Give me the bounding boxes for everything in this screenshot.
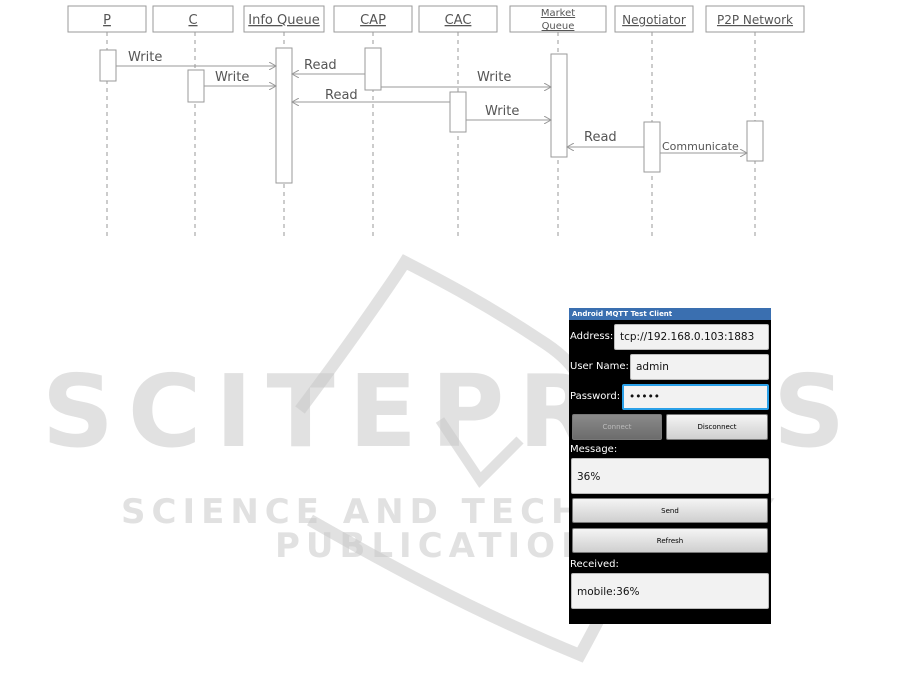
received-label: Received: xyxy=(570,559,619,570)
msg-label: Write xyxy=(215,70,249,85)
app-title: Android MQTT Test Client xyxy=(569,308,771,320)
send-button[interactable]: Send xyxy=(572,498,768,523)
participant-p: P xyxy=(67,5,147,33)
participant-c: C xyxy=(152,5,234,33)
svg-text:Negotiator: Negotiator xyxy=(622,13,686,27)
participant-info-queue: Info Queue xyxy=(243,5,325,33)
refresh-button[interactable]: Refresh xyxy=(572,528,768,553)
svg-text:P: P xyxy=(103,13,111,28)
svg-text:Info Queue: Info Queue xyxy=(248,13,319,28)
participant-negotiator: Negotiator xyxy=(614,5,694,33)
android-app-screen: Android MQTT Test Client Address: tcp://… xyxy=(569,308,771,624)
participant-cap: CAP xyxy=(333,5,413,33)
svg-text:CAC: CAC xyxy=(445,13,472,28)
disconnect-button[interactable]: Disconnect xyxy=(666,414,768,440)
msg-label: Communicate xyxy=(662,140,739,153)
msg-label: Write xyxy=(477,70,511,85)
svg-text:P2P Network: P2P Network xyxy=(717,13,793,27)
msg-label: Read xyxy=(325,88,358,103)
username-input[interactable]: admin xyxy=(630,354,769,380)
address-input[interactable]: tcp://192.168.0.103:1883 xyxy=(614,324,769,350)
sequence-diagram: P C Info Queue CAP CAC Market Queue Nego… xyxy=(67,5,805,238)
svg-text:CAP: CAP xyxy=(360,13,386,28)
svg-text:Queue: Queue xyxy=(542,21,575,32)
msg-label: Write xyxy=(485,104,519,119)
participant-market-queue: Market Queue xyxy=(509,5,607,33)
message-input[interactable]: 36% xyxy=(571,458,769,494)
activation-bars xyxy=(99,47,764,184)
message-arrows xyxy=(116,66,747,153)
message-label: Message: xyxy=(570,444,618,455)
message-labels: Write Write Read Write Read Write Read C… xyxy=(128,50,739,153)
svg-text:Market: Market xyxy=(541,8,575,19)
connect-button[interactable]: Connect xyxy=(572,414,662,440)
msg-label: Read xyxy=(304,58,337,73)
svg-text:C: C xyxy=(188,13,197,28)
password-label: Password: xyxy=(570,391,621,402)
participant-p2p-network: P2P Network xyxy=(705,5,805,33)
participant-cac: CAC xyxy=(418,5,498,33)
msg-label: Write xyxy=(128,50,162,65)
msg-label: Read xyxy=(584,130,617,145)
password-input[interactable]: ••••• xyxy=(622,384,769,410)
address-label: Address: xyxy=(570,331,614,342)
received-output: mobile:36% xyxy=(571,573,769,609)
username-label: User Name: xyxy=(570,361,629,372)
